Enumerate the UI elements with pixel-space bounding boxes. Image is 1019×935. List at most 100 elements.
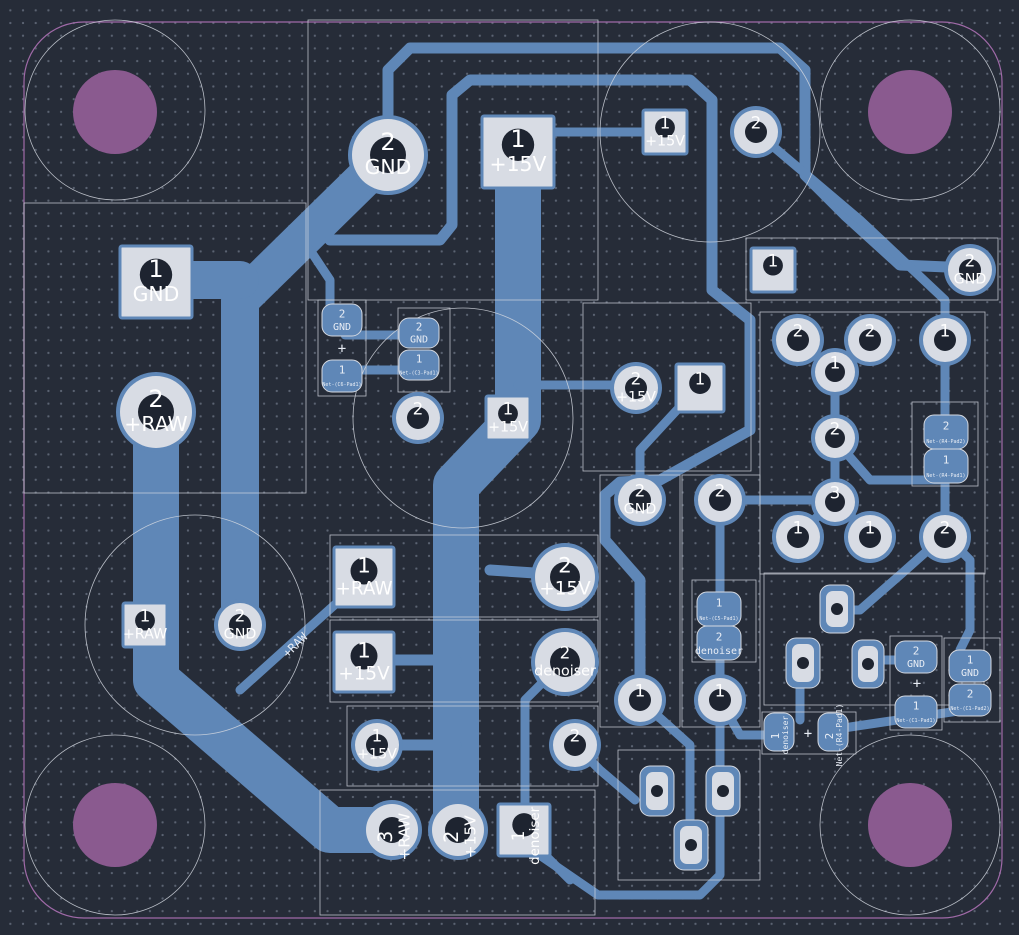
pad-number: 1 <box>865 518 876 538</box>
pad-ic-1c[interactable]: 1 <box>844 511 896 563</box>
pad-net-label: +15V <box>490 152 547 176</box>
pad-number: 2 <box>148 385 163 413</box>
pad-row-15v-l[interactable]: 1+15V <box>332 630 396 694</box>
pad-reg-in-raw[interactable]: 1+RAW <box>121 601 169 649</box>
pad-net-label: GND <box>133 282 180 306</box>
smd-part-0[interactable] <box>819 584 855 634</box>
smd-pad-number: 1 <box>416 353 423 366</box>
pad-ic-2c[interactable]: 2 <box>811 414 859 462</box>
mounting-holes <box>73 70 952 867</box>
pad-net-label: GND <box>224 626 257 642</box>
pad-number: 2 <box>635 481 646 501</box>
pad-ic-2b[interactable]: 2 <box>844 314 896 366</box>
pad-number: 1 <box>715 681 726 701</box>
pad-ic-3[interactable]: 3 <box>811 478 859 526</box>
pad-net-label: +15V <box>616 389 656 405</box>
pad-number: 3 <box>830 483 841 503</box>
pad-mid-sq-1[interactable]: 1 <box>674 362 726 414</box>
trace[interactable] <box>324 74 756 706</box>
trace[interactable] <box>520 655 725 900</box>
pad-net-label: +RAW <box>124 412 187 436</box>
mount-hole-tl <box>73 70 157 154</box>
pad-number: 1 <box>793 518 804 538</box>
pad-number: 1 <box>940 321 951 341</box>
mount-hole-bl <box>73 783 157 867</box>
pad-number: 2 <box>965 251 976 271</box>
smd-pad-net-label: GND <box>961 668 979 679</box>
pad-mid-15v[interactable]: 2+15V <box>610 362 662 414</box>
pad-row3-2[interactable]: 2 <box>549 719 601 771</box>
trace[interactable] <box>751 127 950 345</box>
pad-ic-1a[interactable]: 1 <box>811 348 859 396</box>
pad-right-sq-1[interactable]: 1 <box>749 246 797 294</box>
pad-number: 1 <box>148 255 163 283</box>
trace[interactable] <box>382 42 976 274</box>
smd-pad-net-label: Net-(C5-Pad1) <box>699 616 738 622</box>
smd-part-1[interactable] <box>785 637 821 689</box>
smd-pad-net-label: GND <box>907 659 925 670</box>
pad-ic-2a[interactable]: 2 <box>772 314 824 366</box>
pad-number: 1 <box>503 399 514 419</box>
silkscreen-layer <box>23 19 1001 916</box>
smd-pad-number: 1 <box>769 733 782 740</box>
pad-row-15v-r[interactable]: 2+15V <box>531 543 599 611</box>
pad-row3-15v[interactable]: 1+15V <box>351 719 403 771</box>
pad-ic-r2[interactable]: 2 <box>919 511 971 563</box>
smd-part-4[interactable] <box>705 765 741 817</box>
trace[interactable] <box>235 595 345 695</box>
pad-number: 1 <box>510 125 525 153</box>
trace[interactable] <box>940 335 975 655</box>
v15-wide-trace[interactable] <box>433 127 541 853</box>
pad-top-15v-sq[interactable]: 1+15V <box>641 108 689 156</box>
smd-pad-net-label: GND <box>410 335 428 346</box>
smd-pad-number: 1 <box>967 653 974 666</box>
pad-vert-1b[interactable]: 1 <box>694 674 746 726</box>
pad-top-2[interactable]: 2 <box>730 106 782 158</box>
pad-bot-raw[interactable]: 3+RAW <box>362 800 422 861</box>
pad-ic-r1[interactable]: 1 <box>919 314 971 366</box>
pad-j-top-15v[interactable]: 1+15V <box>480 114 556 190</box>
pad-number: 1 <box>695 369 706 389</box>
pad-number: 2 <box>380 128 395 156</box>
pad-mid-2[interactable]: 2 <box>694 474 746 526</box>
smd-pad-net-label: Net-(C3-Pad1) <box>399 371 438 377</box>
pad-c-round-2[interactable]: 2 <box>392 392 444 444</box>
pad-j-left-raw[interactable]: 2+RAW <box>116 372 196 452</box>
pad-row-raw[interactable]: 1+RAW <box>332 545 396 609</box>
smd-pad-net-label: Net-(C1-Pad1) <box>896 718 935 724</box>
smd-part-5[interactable] <box>673 819 709 871</box>
pad-ic-1b[interactable]: 1 <box>772 511 824 563</box>
raw-wide-trace[interactable] <box>133 387 413 853</box>
pad-number: 2 <box>793 321 804 341</box>
smd-part-3[interactable] <box>639 765 675 817</box>
pad-c-round-15v[interactable]: 1+15V <box>484 394 532 442</box>
gnd-wide-trace[interactable] <box>221 136 407 644</box>
pad-vert-1a[interactable]: 1 <box>614 674 666 726</box>
pad-number: 1 <box>140 606 151 626</box>
pad-bot-15v[interactable]: 2+15V <box>428 800 488 860</box>
smd-part-2[interactable] <box>851 639 885 689</box>
